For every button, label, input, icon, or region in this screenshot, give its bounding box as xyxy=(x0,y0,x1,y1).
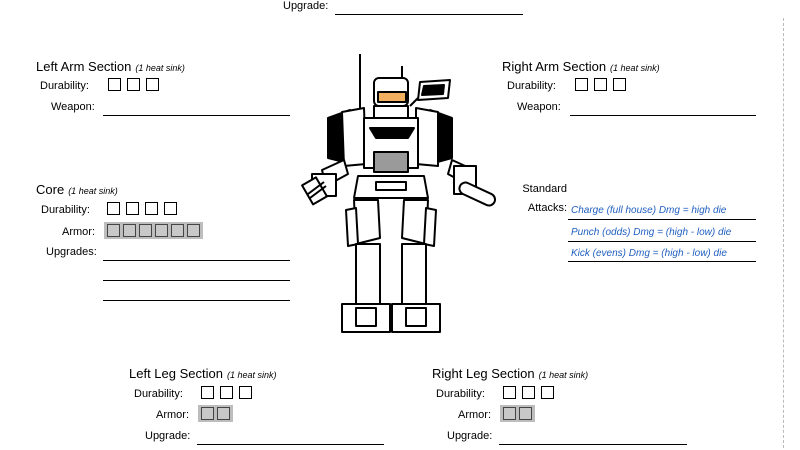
durability-checkbox[interactable] xyxy=(220,386,233,399)
attack-line xyxy=(568,219,756,220)
core-title-text: Core xyxy=(36,182,65,197)
attack-kick: Kick (evens) Dmg = (high - low) die xyxy=(571,248,727,259)
right-arm-heat-sink: (1 heat sink) xyxy=(610,63,660,73)
durability-checkbox[interactable] xyxy=(503,386,516,399)
left-leg-heat-sink: (1 heat sink) xyxy=(226,370,277,380)
durability-checkbox[interactable] xyxy=(594,78,607,91)
core-durability-label: Durability: xyxy=(41,204,90,216)
left-leg-durability-boxes xyxy=(201,386,252,399)
right-arm-title: Right Arm Section(1 heat sink) xyxy=(502,59,660,74)
right-leg-title: Right Leg Section(1 heat sink) xyxy=(432,366,588,381)
durability-checkbox[interactable] xyxy=(239,386,252,399)
core-upgrades-label: Upgrades: xyxy=(46,246,97,258)
left-leg-armor-boxes xyxy=(198,405,233,422)
right-leg-durability-label: Durability: xyxy=(436,388,485,400)
durability-checkbox[interactable] xyxy=(164,202,177,215)
right-leg-armor-boxes xyxy=(500,405,535,422)
left-leg-title-text: Left Leg Section xyxy=(129,366,223,381)
armor-checkbox[interactable] xyxy=(201,407,214,420)
page-margin-line xyxy=(781,18,784,448)
left-arm-weapon-label: Weapon: xyxy=(51,101,95,113)
core-upgrade-line[interactable] xyxy=(103,300,290,301)
mech-robot-icon xyxy=(301,54,497,333)
left-arm-weapon-line[interactable] xyxy=(103,115,290,116)
durability-checkbox[interactable] xyxy=(613,78,626,91)
attack-charge: Charge (full house) Dmg = high die xyxy=(571,205,727,216)
left-arm-title: Left Arm Section(1 heat sink) xyxy=(36,59,185,74)
left-arm-heat-sink: (1 heat sink) xyxy=(135,63,185,73)
right-leg-armor-label: Armor: xyxy=(458,409,491,421)
standard-attacks-heading-2: Attacks: xyxy=(527,202,567,214)
right-arm-durability-boxes xyxy=(575,78,626,91)
durability-checkbox[interactable] xyxy=(201,386,214,399)
durability-checkbox[interactable] xyxy=(145,202,158,215)
right-leg-heat-sink: (1 heat sink) xyxy=(538,370,589,380)
core-upgrade-line[interactable] xyxy=(103,260,290,261)
right-arm-durability-label: Durability: xyxy=(507,80,556,92)
armor-checkbox[interactable] xyxy=(139,224,152,237)
armor-checkbox[interactable] xyxy=(187,224,200,237)
durability-checkbox[interactable] xyxy=(107,202,120,215)
left-leg-title: Left Leg Section(1 heat sink) xyxy=(129,366,277,381)
left-arm-title-text: Left Arm Section xyxy=(36,59,132,74)
left-leg-upgrade-label: Upgrade: xyxy=(145,430,191,442)
durability-checkbox[interactable] xyxy=(127,78,140,91)
armor-checkbox[interactable] xyxy=(171,224,184,237)
armor-checkbox[interactable] xyxy=(107,224,120,237)
standard-attacks-heading-1: Standard xyxy=(522,183,567,195)
attack-punch: Punch (odds) Dmg = (high - low) die xyxy=(571,227,732,238)
armor-checkbox[interactable] xyxy=(155,224,168,237)
right-leg-title-text: Right Leg Section xyxy=(432,366,535,381)
core-armor-boxes xyxy=(104,222,203,239)
attack-line xyxy=(568,241,756,242)
right-leg-durability-boxes xyxy=(503,386,554,399)
left-arm-durability-boxes xyxy=(108,78,159,91)
attack-line xyxy=(568,261,756,262)
durability-checkbox[interactable] xyxy=(108,78,121,91)
right-arm-weapon-label: Weapon: xyxy=(517,101,561,113)
left-arm-durability-label: Durability: xyxy=(40,80,89,92)
right-leg-upgrade-label: Upgrade: xyxy=(447,430,493,442)
armor-checkbox[interactable] xyxy=(123,224,136,237)
armor-checkbox[interactable] xyxy=(217,407,230,420)
durability-checkbox[interactable] xyxy=(126,202,139,215)
right-arm-title-text: Right Arm Section xyxy=(502,59,607,74)
top-upgrade-label: Upgrade: xyxy=(283,0,329,12)
durability-checkbox[interactable] xyxy=(146,78,159,91)
durability-checkbox[interactable] xyxy=(575,78,588,91)
core-upgrade-line[interactable] xyxy=(103,280,290,281)
core-title: Core(1 heat sink) xyxy=(36,182,118,197)
right-leg-upgrade-line[interactable] xyxy=(499,444,687,445)
armor-checkbox[interactable] xyxy=(503,407,516,420)
durability-checkbox[interactable] xyxy=(522,386,535,399)
left-leg-durability-label: Durability: xyxy=(134,388,183,400)
right-arm-weapon-line[interactable] xyxy=(570,115,756,116)
left-leg-armor-label: Armor: xyxy=(156,409,189,421)
left-leg-upgrade-line[interactable] xyxy=(197,444,384,445)
durability-checkbox[interactable] xyxy=(541,386,554,399)
core-armor-label: Armor: xyxy=(62,226,95,238)
top-upgrade-line[interactable] xyxy=(335,14,523,15)
armor-checkbox[interactable] xyxy=(519,407,532,420)
core-durability-boxes xyxy=(107,202,177,215)
core-heat-sink: (1 heat sink) xyxy=(68,186,118,196)
